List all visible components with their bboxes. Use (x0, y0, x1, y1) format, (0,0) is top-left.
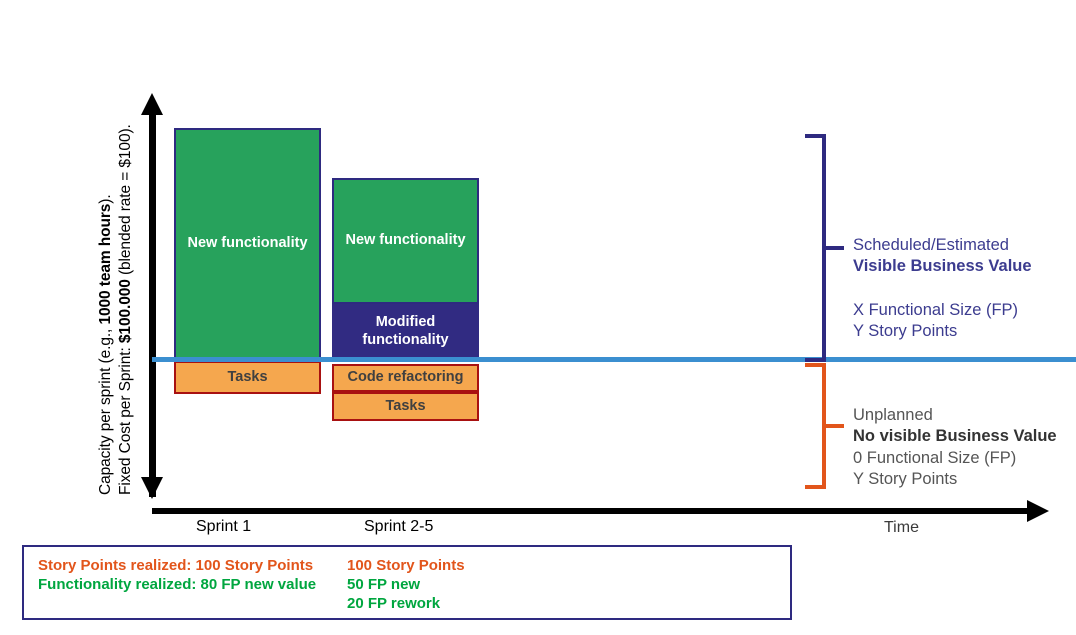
annotation-unplanned: Unplanned No visible Business Value 0 Fu… (853, 405, 1057, 491)
bar-sprint2-modified-functionality: Modified functionality (332, 304, 479, 359)
bracket-scheduled-estimated (800, 134, 850, 362)
legend-functionality-label: Functionality realized: 80 FP new value (38, 576, 317, 594)
y-axis-arrow-down-icon (141, 477, 163, 499)
legend-story-points-label: Story Points realized: 100 Story Points (38, 557, 314, 574)
annotation-scheduled-estimated: Scheduled/Estimated Visible Business Val… (853, 235, 1032, 278)
annotation-unplanned-line2: No visible Business Value (853, 427, 1057, 446)
y-axis-label-line1-post: ). (97, 194, 114, 204)
bar-sprint2-new-functionality-label: New functionality (345, 232, 466, 249)
y-axis-label-line2: Fixed Cost per Sprint: $100.000 (blended… (117, 124, 135, 495)
legend-values-column: 100 Story Points 50 FP new 20 FP rework (347, 556, 465, 614)
bar-sprint2-tasks: Tasks (332, 392, 479, 421)
x-axis-line (152, 508, 1032, 514)
y-axis-label-line1-pre: Capacity per sprint (e.g., (97, 324, 114, 495)
bar-sprint2-code-refactoring: Code refactoring (332, 364, 479, 392)
x-tick-label-sprint-1: Sprint 1 (196, 518, 252, 535)
legend-story-points-value: 100 Story Points (347, 557, 465, 574)
bracket-lower-cap-bottom (805, 485, 826, 489)
bracket-lower-cap-top (805, 363, 826, 367)
y-axis-label-line1: Capacity per sprint (e.g., 1000 team hou… (97, 194, 115, 495)
bracket-upper-mid-tick (822, 246, 844, 250)
annotation-visible-sizes: X Functional Size (FP) Y Story Points (853, 300, 1018, 343)
bar-sprint1-tasks-label: Tasks (227, 368, 268, 385)
y-axis-label-group: Capacity per sprint (e.g., 1000 team hou… (0, 0, 140, 500)
bar-sprint2-new-functionality: New functionality (332, 178, 479, 304)
y-axis-line (149, 112, 156, 497)
y-axis-label-line1-bold: 1000 team hours (97, 203, 114, 325)
bracket-lower-mid-tick (822, 424, 844, 428)
capacity-threshold-line (152, 357, 1076, 362)
bar-sprint1-new-functionality: New functionality (174, 128, 321, 359)
legend-functionality-rework-value: 20 FP rework (347, 595, 441, 613)
bracket-unplanned (800, 363, 850, 489)
legend-labels-column: Story Points realized: 100 Story Points … (38, 556, 316, 594)
y-axis-arrow-up-icon (141, 93, 163, 115)
x-axis-arrow-right-icon (1027, 500, 1049, 522)
bracket-upper-cap-bottom (805, 358, 826, 362)
x-tick-label-sprint-2-5: Sprint 2-5 (364, 518, 434, 535)
y-axis-label-line2-post: (blended rate = $100). (117, 124, 134, 280)
bar-sprint1-tasks: Tasks (174, 361, 321, 394)
annotation-unplanned-line3: 0 Functional Size (FP) (853, 448, 1017, 467)
bar-sprint1-new-functionality-label: New functionality (187, 234, 308, 251)
bar-sprint2-code-refactoring-label: Code refactoring (347, 369, 464, 386)
bar-sprint2-modified-functionality-label: Modified functionality (362, 314, 448, 348)
annotation-scheduled-line1: Scheduled/Estimated (853, 236, 1009, 254)
legend-box: Story Points realized: 100 Story Points … (22, 545, 792, 620)
x-axis-title: Time (884, 519, 919, 536)
y-axis-label-line2-pre: Fixed Cost per Sprint: (117, 343, 134, 495)
bracket-upper-cap-top (805, 134, 826, 138)
annotation-sizes-line2: Y Story Points (853, 322, 958, 341)
bar-sprint2-tasks-label: Tasks (385, 397, 426, 414)
annotation-unplanned-line4: Y Story Points (853, 470, 958, 489)
annotation-unplanned-line1: Unplanned (853, 406, 933, 424)
bar-sprint2-modified-functionality-line1: Modified (375, 314, 436, 331)
y-axis-label-line2-bold: $100.000 (117, 279, 134, 344)
annotation-scheduled-line2: Visible Business Value (853, 257, 1032, 276)
bar-sprint2-modified-functionality-line2: functionality (362, 331, 449, 348)
legend-functionality-new-value: 50 FP new (347, 576, 421, 594)
annotation-sizes-line1: X Functional Size (FP) (853, 301, 1019, 319)
